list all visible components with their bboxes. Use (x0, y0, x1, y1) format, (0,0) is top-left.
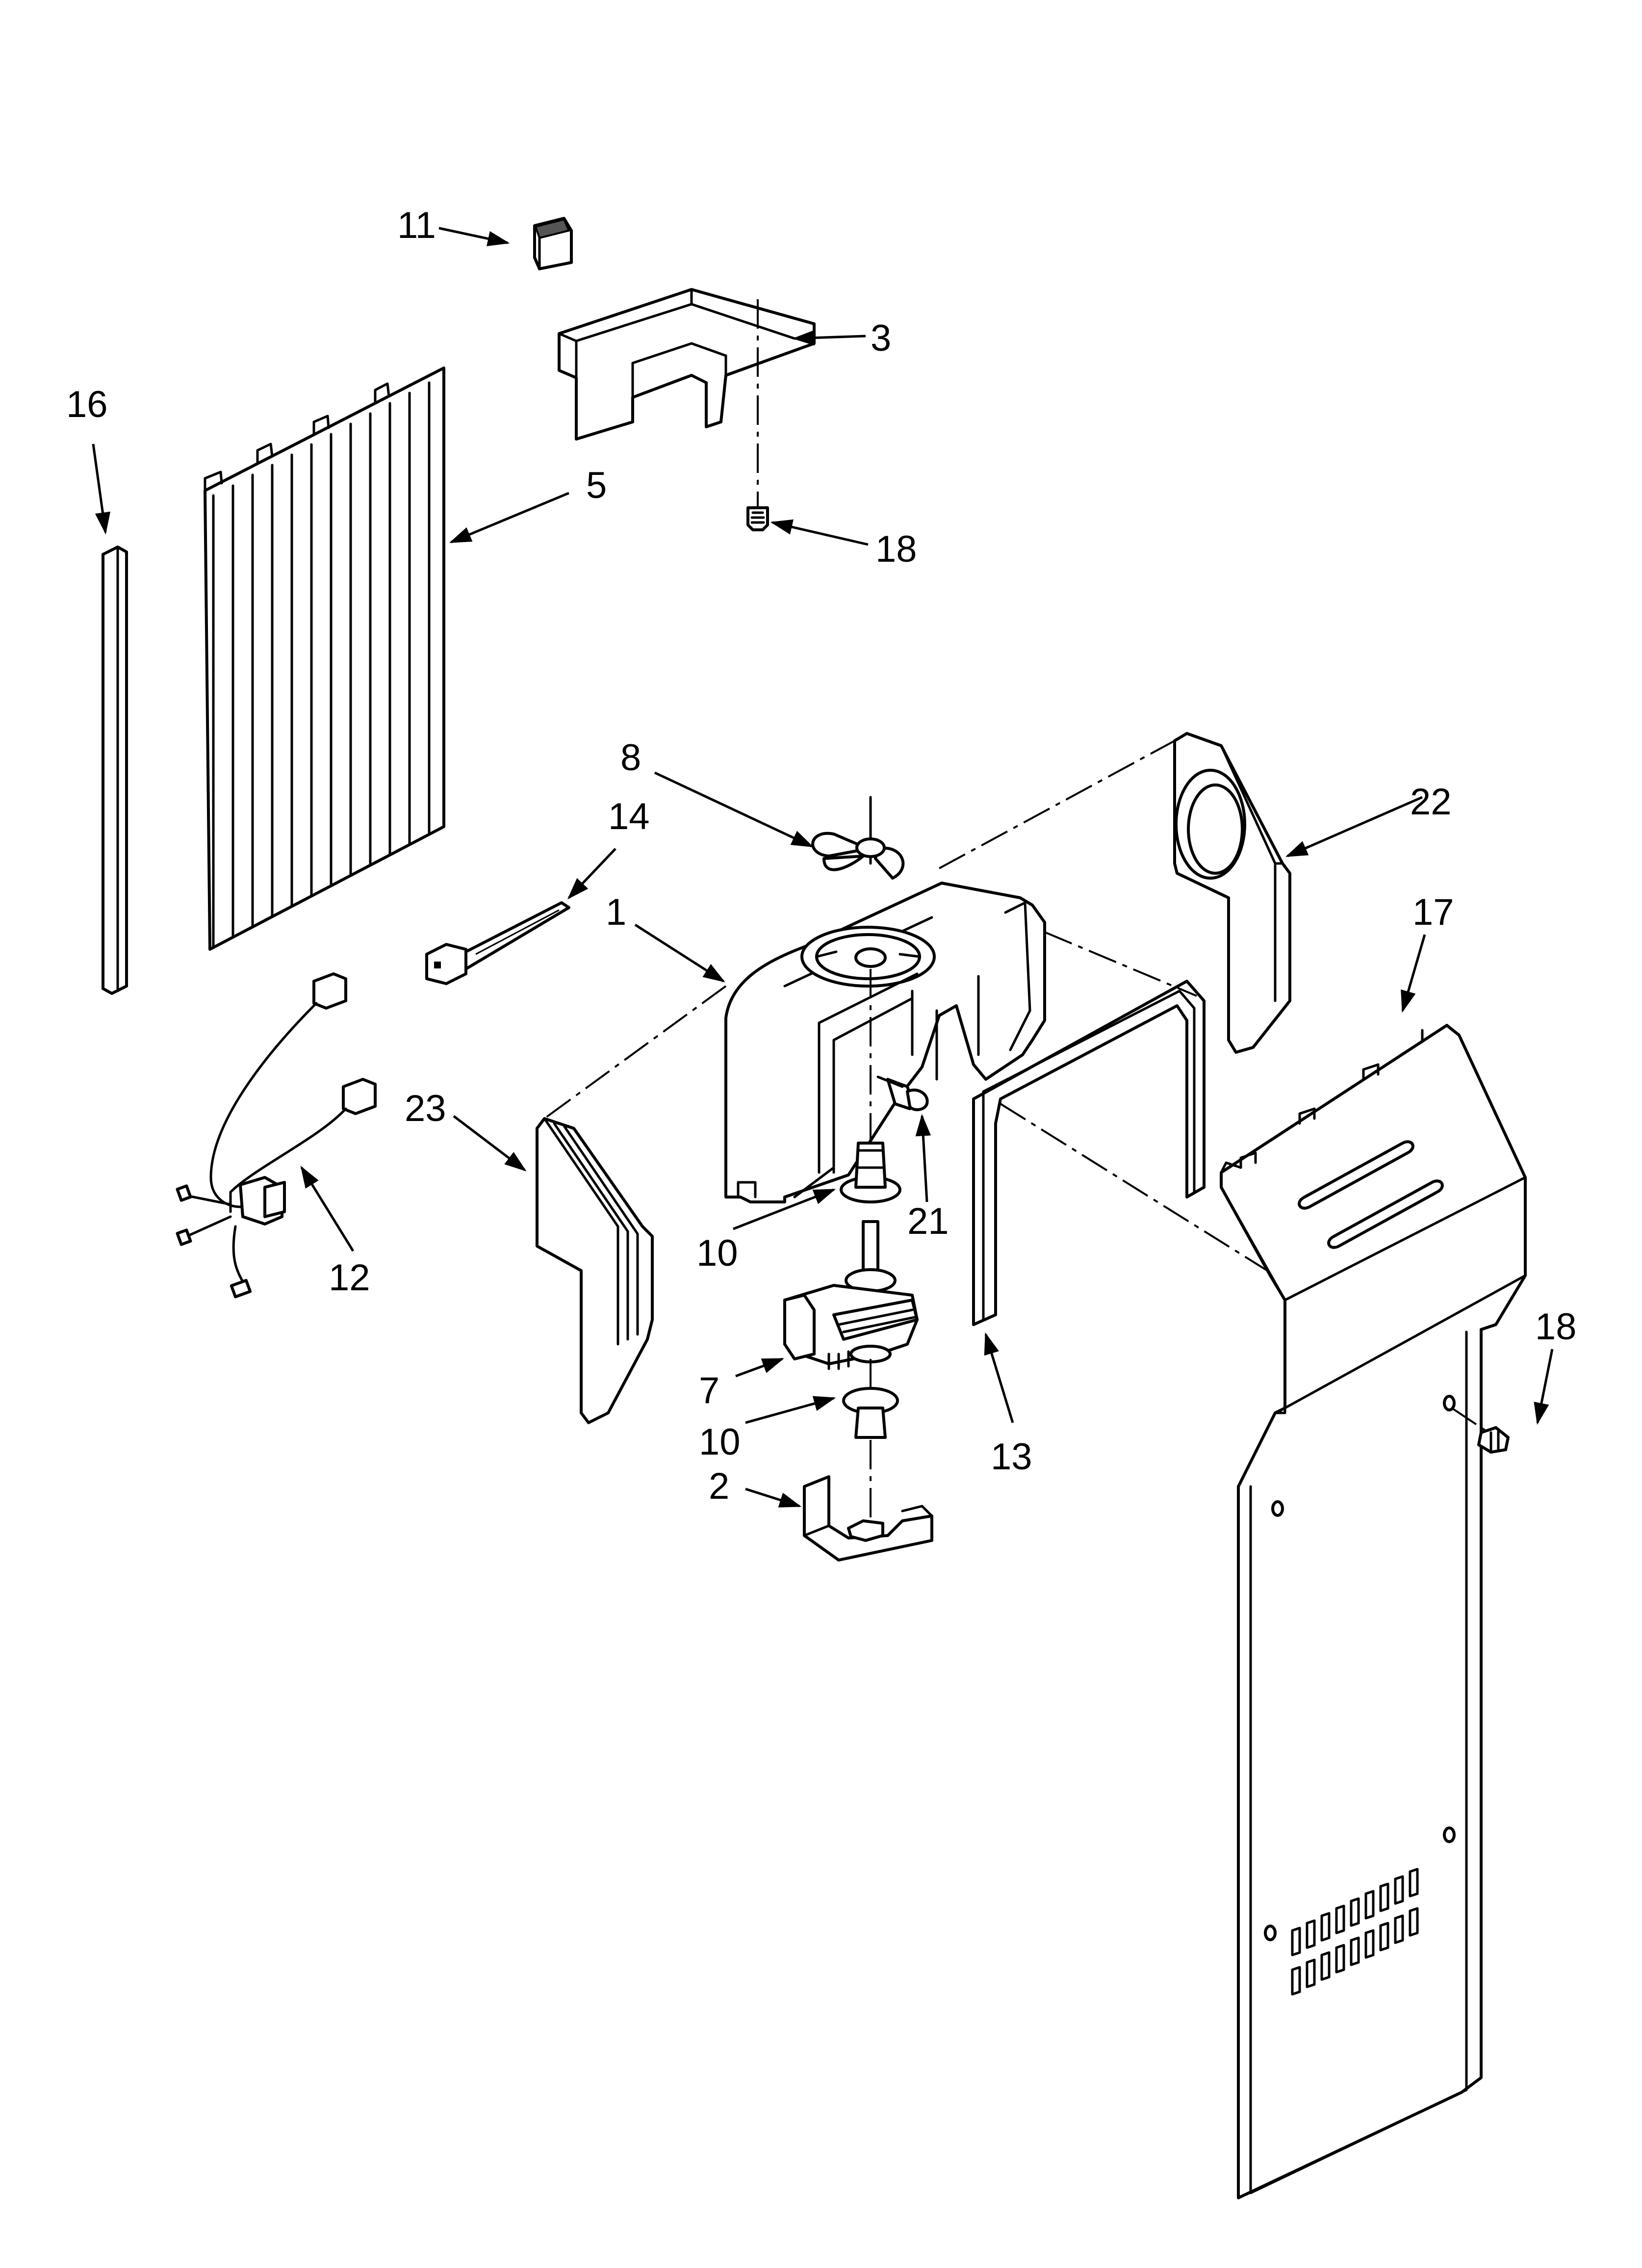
part-14-cable-tie (425, 901, 570, 985)
part-16-strip (102, 546, 128, 995)
part-10-grommet-lower (842, 1387, 899, 1526)
part-3-bracket (558, 288, 816, 508)
callout-16: 16 (66, 384, 108, 425)
callout-8: 8 (620, 737, 641, 779)
callout-18-side: 18 (1535, 1306, 1577, 1348)
part-8-fan-blade (811, 796, 905, 880)
part-22-side-panel (939, 732, 1291, 1054)
callout-labels: 11 3 16 5 18 8 14 22 1 17 23 21 10 12 18… (66, 205, 1577, 1507)
part-5-grille (204, 366, 445, 951)
callout-11: 11 (397, 205, 436, 246)
callout-10-lower: 10 (699, 1421, 741, 1463)
callout-13: 13 (991, 1436, 1032, 1478)
callout-23: 23 (405, 1088, 446, 1129)
part-13-u-duct (972, 931, 1276, 1326)
callout-7: 7 (699, 1370, 719, 1411)
part-23-side-panel (536, 985, 727, 1424)
callout-21: 21 (907, 1200, 949, 1242)
part-7-fan-motor (783, 1220, 919, 1413)
callout-12: 12 (329, 1257, 370, 1299)
callout-17: 17 (1412, 891, 1454, 933)
part-10-grommet-upper (840, 1142, 901, 1203)
part-1-fan-shroud (724, 882, 1046, 1203)
callout-10-upper: 10 (696, 1232, 738, 1274)
part-18-screw-top (746, 506, 769, 531)
callout-5: 5 (586, 465, 607, 506)
part-12-wire-harness (176, 972, 377, 1299)
part-18-screw-side (1451, 1407, 1510, 1454)
vent-slots (1291, 1868, 1419, 1996)
part-2-motor-bracket (803, 1475, 933, 1562)
part-17-duct-cover (1220, 1024, 1527, 2199)
callout-22: 22 (1410, 781, 1452, 823)
callout-14: 14 (608, 796, 650, 837)
callout-3: 3 (871, 317, 891, 359)
callout-18-top: 18 (875, 528, 917, 570)
callout-2: 2 (709, 1465, 729, 1507)
part-21-screw (876, 1075, 929, 1111)
callout-1: 1 (606, 891, 626, 933)
part-11-clip (533, 217, 573, 270)
leader-lines (92, 227, 1554, 1508)
